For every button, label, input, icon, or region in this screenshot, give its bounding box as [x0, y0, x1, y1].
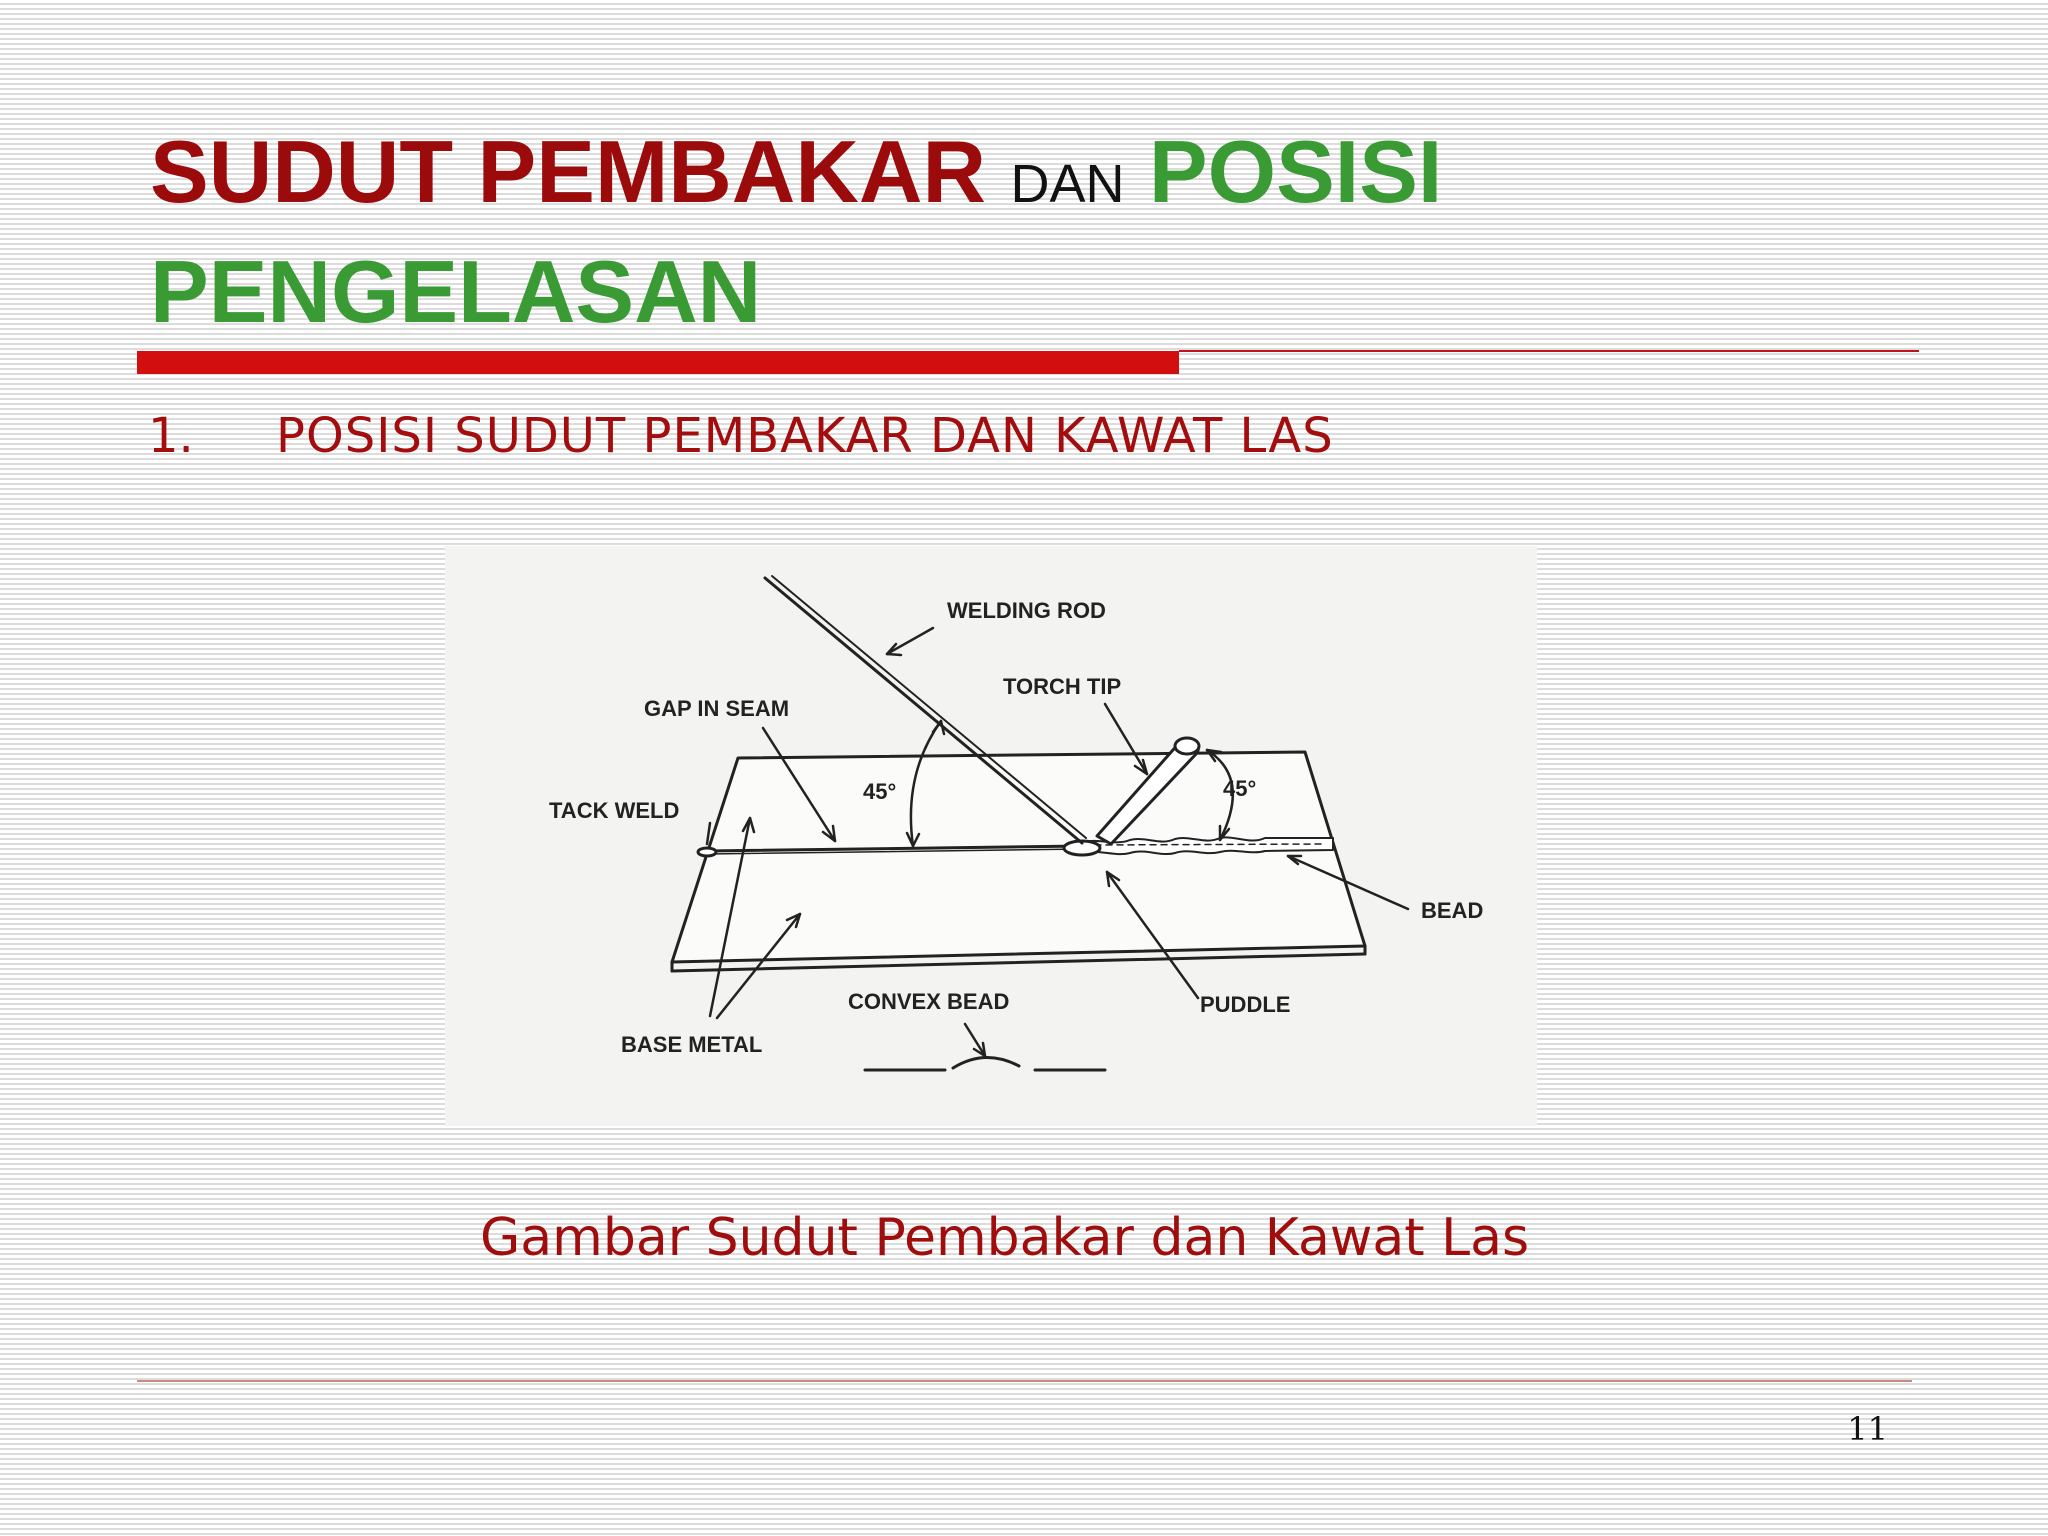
- title-underline-thin: [1179, 350, 1919, 352]
- leader-base-metal-2: [715, 912, 802, 1020]
- label-puddle: PUDDLE: [1200, 992, 1290, 1017]
- title-part-dan: DAN: [1010, 154, 1125, 214]
- leader-base-metal-1: [708, 816, 752, 1018]
- label-base-metal: BASE METAL: [621, 1032, 762, 1057]
- point-number: 1.: [148, 408, 194, 464]
- title-part-sudut-pembakar: SUDUT PEMBAKAR: [150, 122, 986, 221]
- figure-caption: Gambar Sudut Pembakar dan Kawat Las: [480, 1208, 1530, 1268]
- leader-torch-tip: [1103, 702, 1149, 776]
- slide-title: SUDUT PEMBAKAR DAN POSISI PENGELASAN: [150, 118, 1950, 346]
- label-bead: BEAD: [1421, 898, 1483, 923]
- label-tack-weld: TACK WELD: [549, 798, 679, 823]
- point-text: POSISI SUDUT PEMBAKAR DAN KAWAT LAS: [276, 408, 1334, 464]
- label-welding-rod: WELDING ROD: [947, 598, 1106, 623]
- welding-diagram: WELDING ROD TORCH TIP GAP IN SEAM TACK W…: [445, 546, 1537, 1126]
- welding-rod: [763, 576, 1084, 845]
- footer-rule: [137, 1380, 1912, 1382]
- label-gap-in-seam: GAP IN SEAM: [644, 696, 789, 721]
- leader-tack-weld: [705, 821, 712, 846]
- tack-weld: [696, 846, 718, 858]
- angle-arc-right: [1205, 748, 1234, 842]
- title-part-pengelasan: PENGELASAN: [150, 242, 762, 341]
- label-angle-left: 45°: [863, 779, 896, 804]
- page-number: 11: [1847, 1410, 1888, 1448]
- leader-gap-in-seam: [761, 726, 837, 843]
- weld-seam: [705, 844, 1085, 853]
- leader-puddle: [1105, 870, 1200, 1000]
- welding-diagram-drawing: WELDING ROD TORCH TIP GAP IN SEAM TACK W…: [549, 575, 1483, 1072]
- convex-bead-profile: [863, 1056, 1107, 1072]
- label-convex-bead: CONVEX BEAD: [848, 989, 1009, 1014]
- weld-bead: [1082, 836, 1334, 856]
- label-angle-right: 45°: [1223, 776, 1256, 801]
- base-metal-plate: [670, 750, 1367, 964]
- leader-bead: [1286, 854, 1410, 911]
- puddle: [1062, 839, 1102, 857]
- title-underline-thick: [137, 351, 1179, 374]
- title-part-posisi: POSISI: [1148, 122, 1443, 221]
- leader-convex-bead: [963, 1022, 987, 1058]
- label-torch-tip: TORCH TIP: [1003, 674, 1121, 699]
